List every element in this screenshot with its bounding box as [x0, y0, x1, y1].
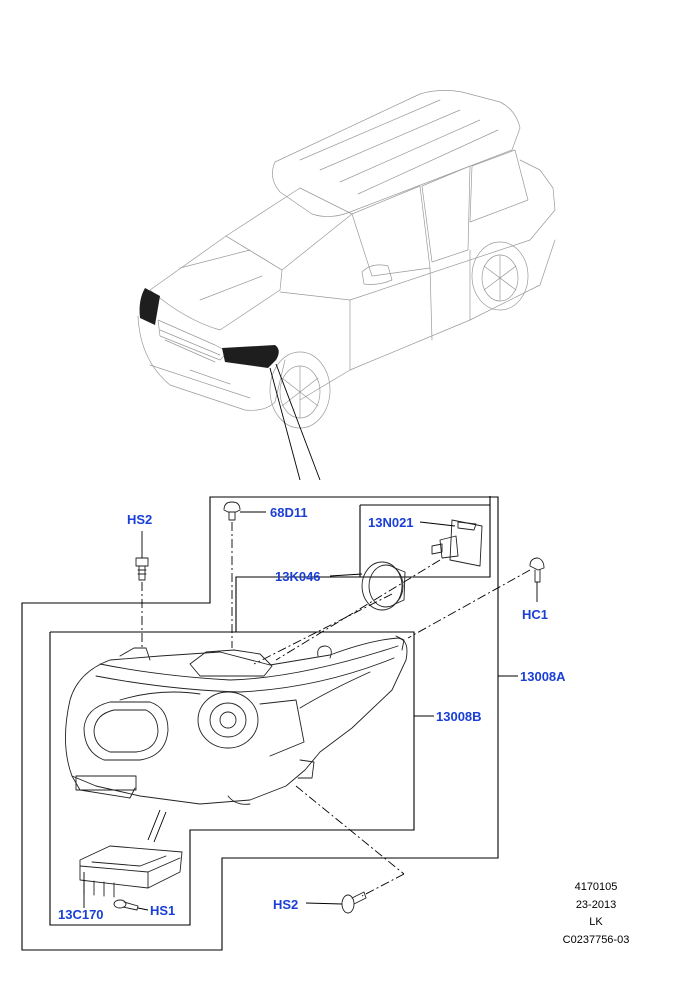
callout-hc1[interactable]: HC1 [522, 607, 548, 622]
vehicle-illustration [137, 90, 556, 481]
callout-13008b[interactable]: 13008B [436, 709, 482, 724]
callout-hs2-bottom[interactable]: HS2 [273, 897, 298, 912]
screw-hs2-top [135, 531, 149, 581]
ballast-module-13c170 [79, 845, 183, 908]
reference-line-4: C0237756-03 [563, 934, 630, 946]
cover-13k046 [329, 561, 406, 611]
reference-line-2: 23-2013 [576, 899, 616, 911]
screw-hs2-bottom [305, 891, 367, 914]
reference-block: 4170105 23-2013 LK C0237756-03 [563, 881, 630, 946]
reference-line-1: 4170105 [575, 881, 618, 893]
callout-13008a[interactable]: 13008A [520, 669, 566, 684]
screw-hs1 [113, 899, 149, 911]
callout-13c170[interactable]: 13C170 [58, 907, 104, 922]
callout-13k046[interactable]: 13K046 [275, 569, 321, 584]
callout-13n021[interactable]: 13N021 [368, 515, 414, 530]
clip-68d11 [223, 501, 266, 521]
bulb-13n021 [419, 519, 483, 567]
clip-hc1 [529, 557, 545, 602]
reference-line-3: LK [589, 916, 603, 928]
headlamp-assembly [65, 635, 408, 805]
callout-68d11[interactable]: 68D11 [270, 505, 308, 520]
callout-hs2-top[interactable]: HS2 [127, 512, 152, 527]
callout-hs1[interactable]: HS1 [150, 903, 175, 918]
assembly-frames [21, 496, 499, 951]
